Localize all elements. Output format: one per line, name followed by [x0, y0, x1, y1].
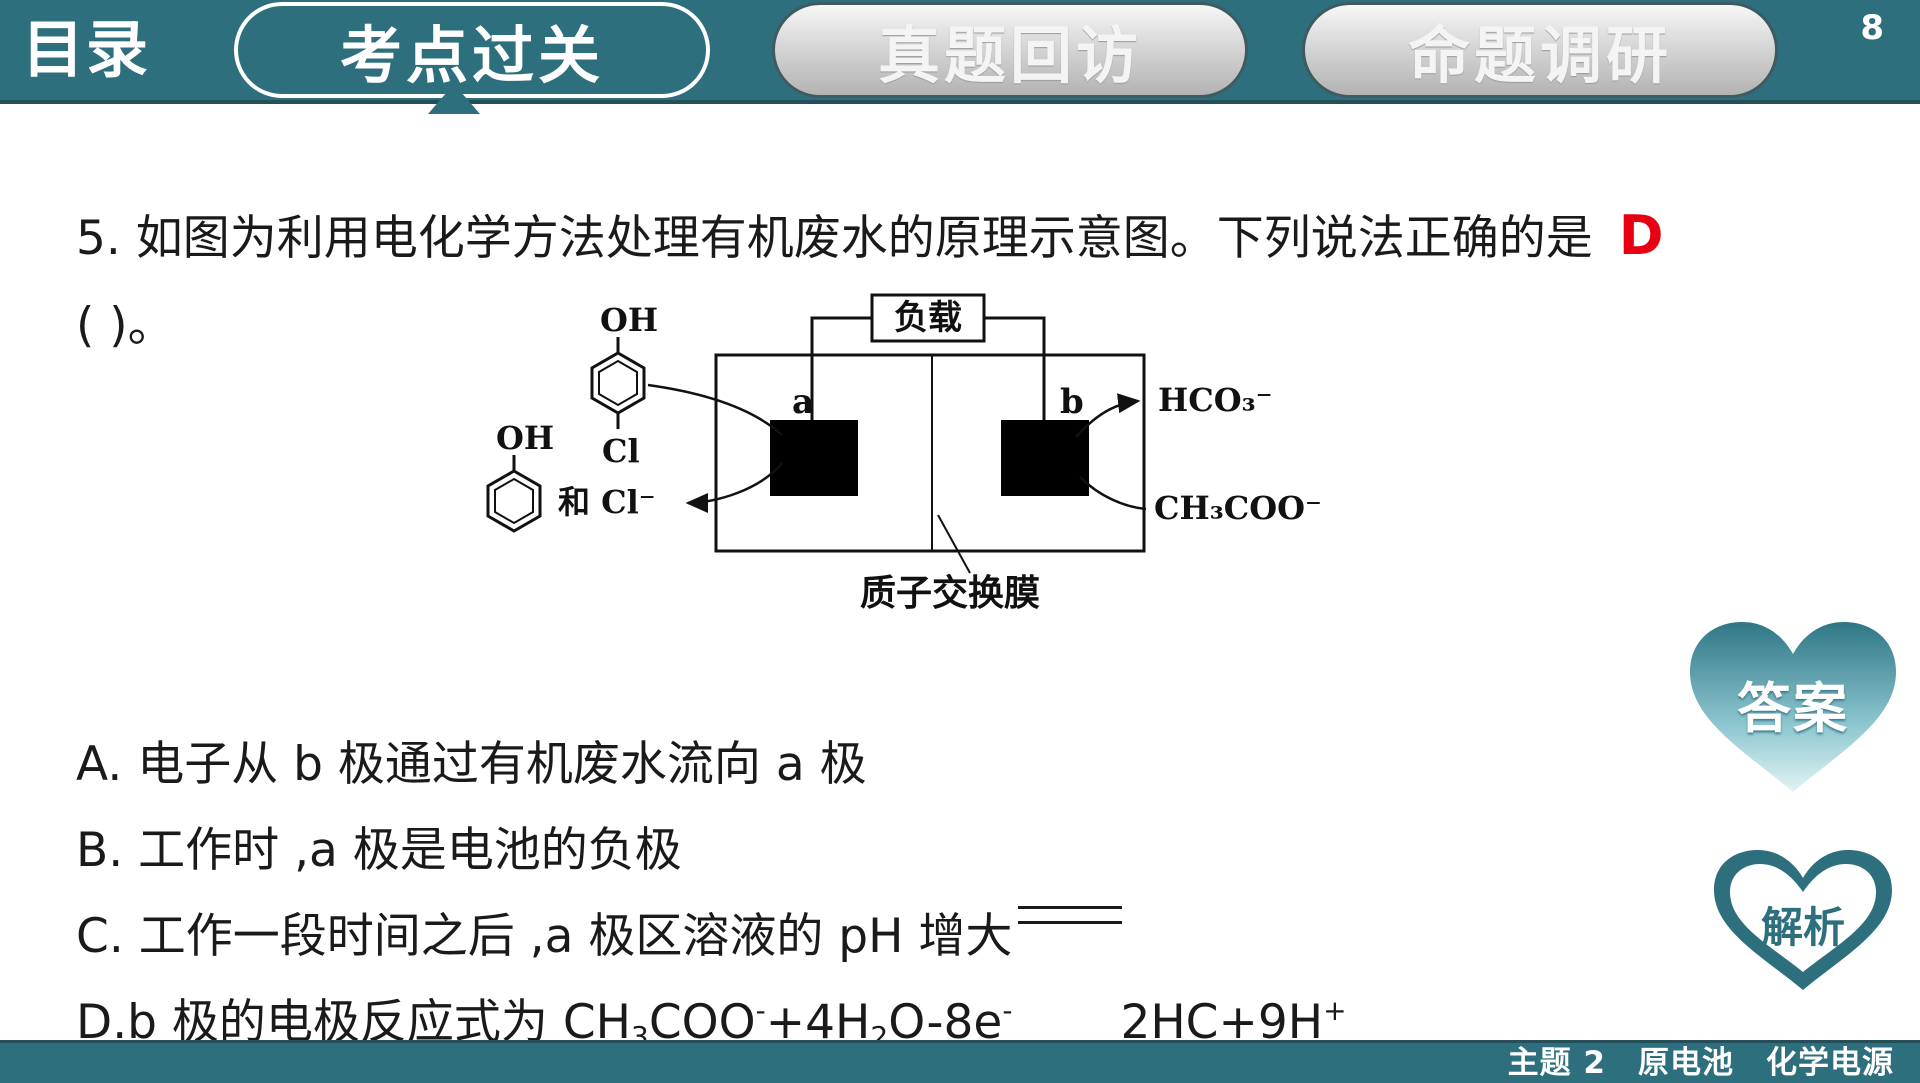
electrochemical-cell-diagram: 负载 a b 质子交换膜 OH Cl OH 和 Cl⁻ HCO₃⁻ CH₃COO… — [486, 293, 1322, 614]
tab-kaodian-guoguan[interactable]: 考点过关 — [234, 2, 710, 98]
option-b[interactable]: B. 工作时 ,a 极是电池的负极 — [76, 823, 682, 878]
answer-letter: D — [1618, 204, 1664, 267]
option-c-text: C. 工作一段时间之后 ,a 极区溶液的 pH 增大 — [76, 909, 1013, 964]
answer-button[interactable]: 答案 — [1686, 620, 1900, 796]
option-d-sup3: + — [1323, 994, 1347, 1027]
tab-mingti-diaoyan[interactable]: 命题调研 — [1302, 2, 1778, 98]
electrode-a — [770, 420, 858, 496]
cell-container — [714, 353, 1146, 553]
wire-left — [810, 316, 872, 420]
explain-button-label: 解析 — [1760, 903, 1845, 952]
footer-bar: 主题 2 原电池 化学电源 — [0, 1040, 1920, 1083]
arrow-a-to-product — [685, 462, 783, 513]
load-box — [870, 293, 986, 343]
heart-icon — [1690, 622, 1896, 792]
arrow-reactant-to-a — [647, 383, 783, 436]
arrow-reactant-to-b — [1079, 476, 1147, 511]
answer-blank: ( )。 — [76, 298, 175, 353]
question-stem: 5. 如图为利用电化学方法处理有机废水的原理示意图。下列说法正确的是 D — [76, 206, 1716, 269]
membrane-label: 质子交换膜 — [860, 572, 1040, 614]
answer-button-label: 答案 — [1737, 677, 1849, 740]
tab-zhenti-huifang[interactable]: 真题回访 — [772, 2, 1248, 98]
footer-topic: 主题 2 原电池 化学电源 — [1507, 1045, 1894, 1081]
nav-home-link[interactable]: 目录 — [22, 13, 151, 86]
equals-sign-icon — [1018, 906, 1123, 924]
product-left-label: 和 Cl⁻ — [558, 483, 656, 521]
reactant-right-label: CH₃COO⁻ — [1154, 489, 1322, 527]
cl-label: Cl — [602, 432, 640, 470]
electrode-b-label: b — [1060, 382, 1084, 422]
explain-button[interactable]: 解析 — [1706, 844, 1900, 996]
arrow-b-to-hco3 — [1075, 393, 1141, 438]
top-nav-bar: 目录 考点过关 真题回访 命题调研 8 — [0, 0, 1920, 104]
option-a[interactable]: A. 电子从 b 极通过有机废水流向 a 极 — [76, 737, 867, 792]
heart-outline-icon — [1714, 850, 1892, 990]
question-text: 5. 如图为利用电化学方法处理有机废水的原理示意图。下列说法正确的是 — [76, 211, 1593, 266]
benzene-ring-phenol — [486, 469, 542, 533]
active-tab-pointer — [428, 84, 480, 114]
product-right-top-label: HCO₃⁻ — [1158, 381, 1272, 419]
load-label: 负载 — [894, 298, 962, 338]
option-d-sup1: - — [755, 994, 766, 1027]
page-number: 8 — [1860, 8, 1884, 48]
wire-right — [984, 316, 1046, 420]
oh-bottom-label: OH — [496, 419, 554, 457]
electrode-a-label: a — [792, 382, 814, 422]
membrane-pointer — [937, 514, 971, 574]
oh-top-label: OH — [600, 301, 658, 339]
options-list: A. 电子从 b 极通过有机废水流向 a 极 B. 工作时 ,a 极是电池的负极… — [76, 722, 1616, 1066]
electrode-b — [1001, 420, 1089, 496]
option-c[interactable]: C. 工作一段时间之后 ,a 极区溶液的 pH 增大 — [76, 894, 1616, 980]
option-d-sup2: - — [1002, 994, 1013, 1027]
